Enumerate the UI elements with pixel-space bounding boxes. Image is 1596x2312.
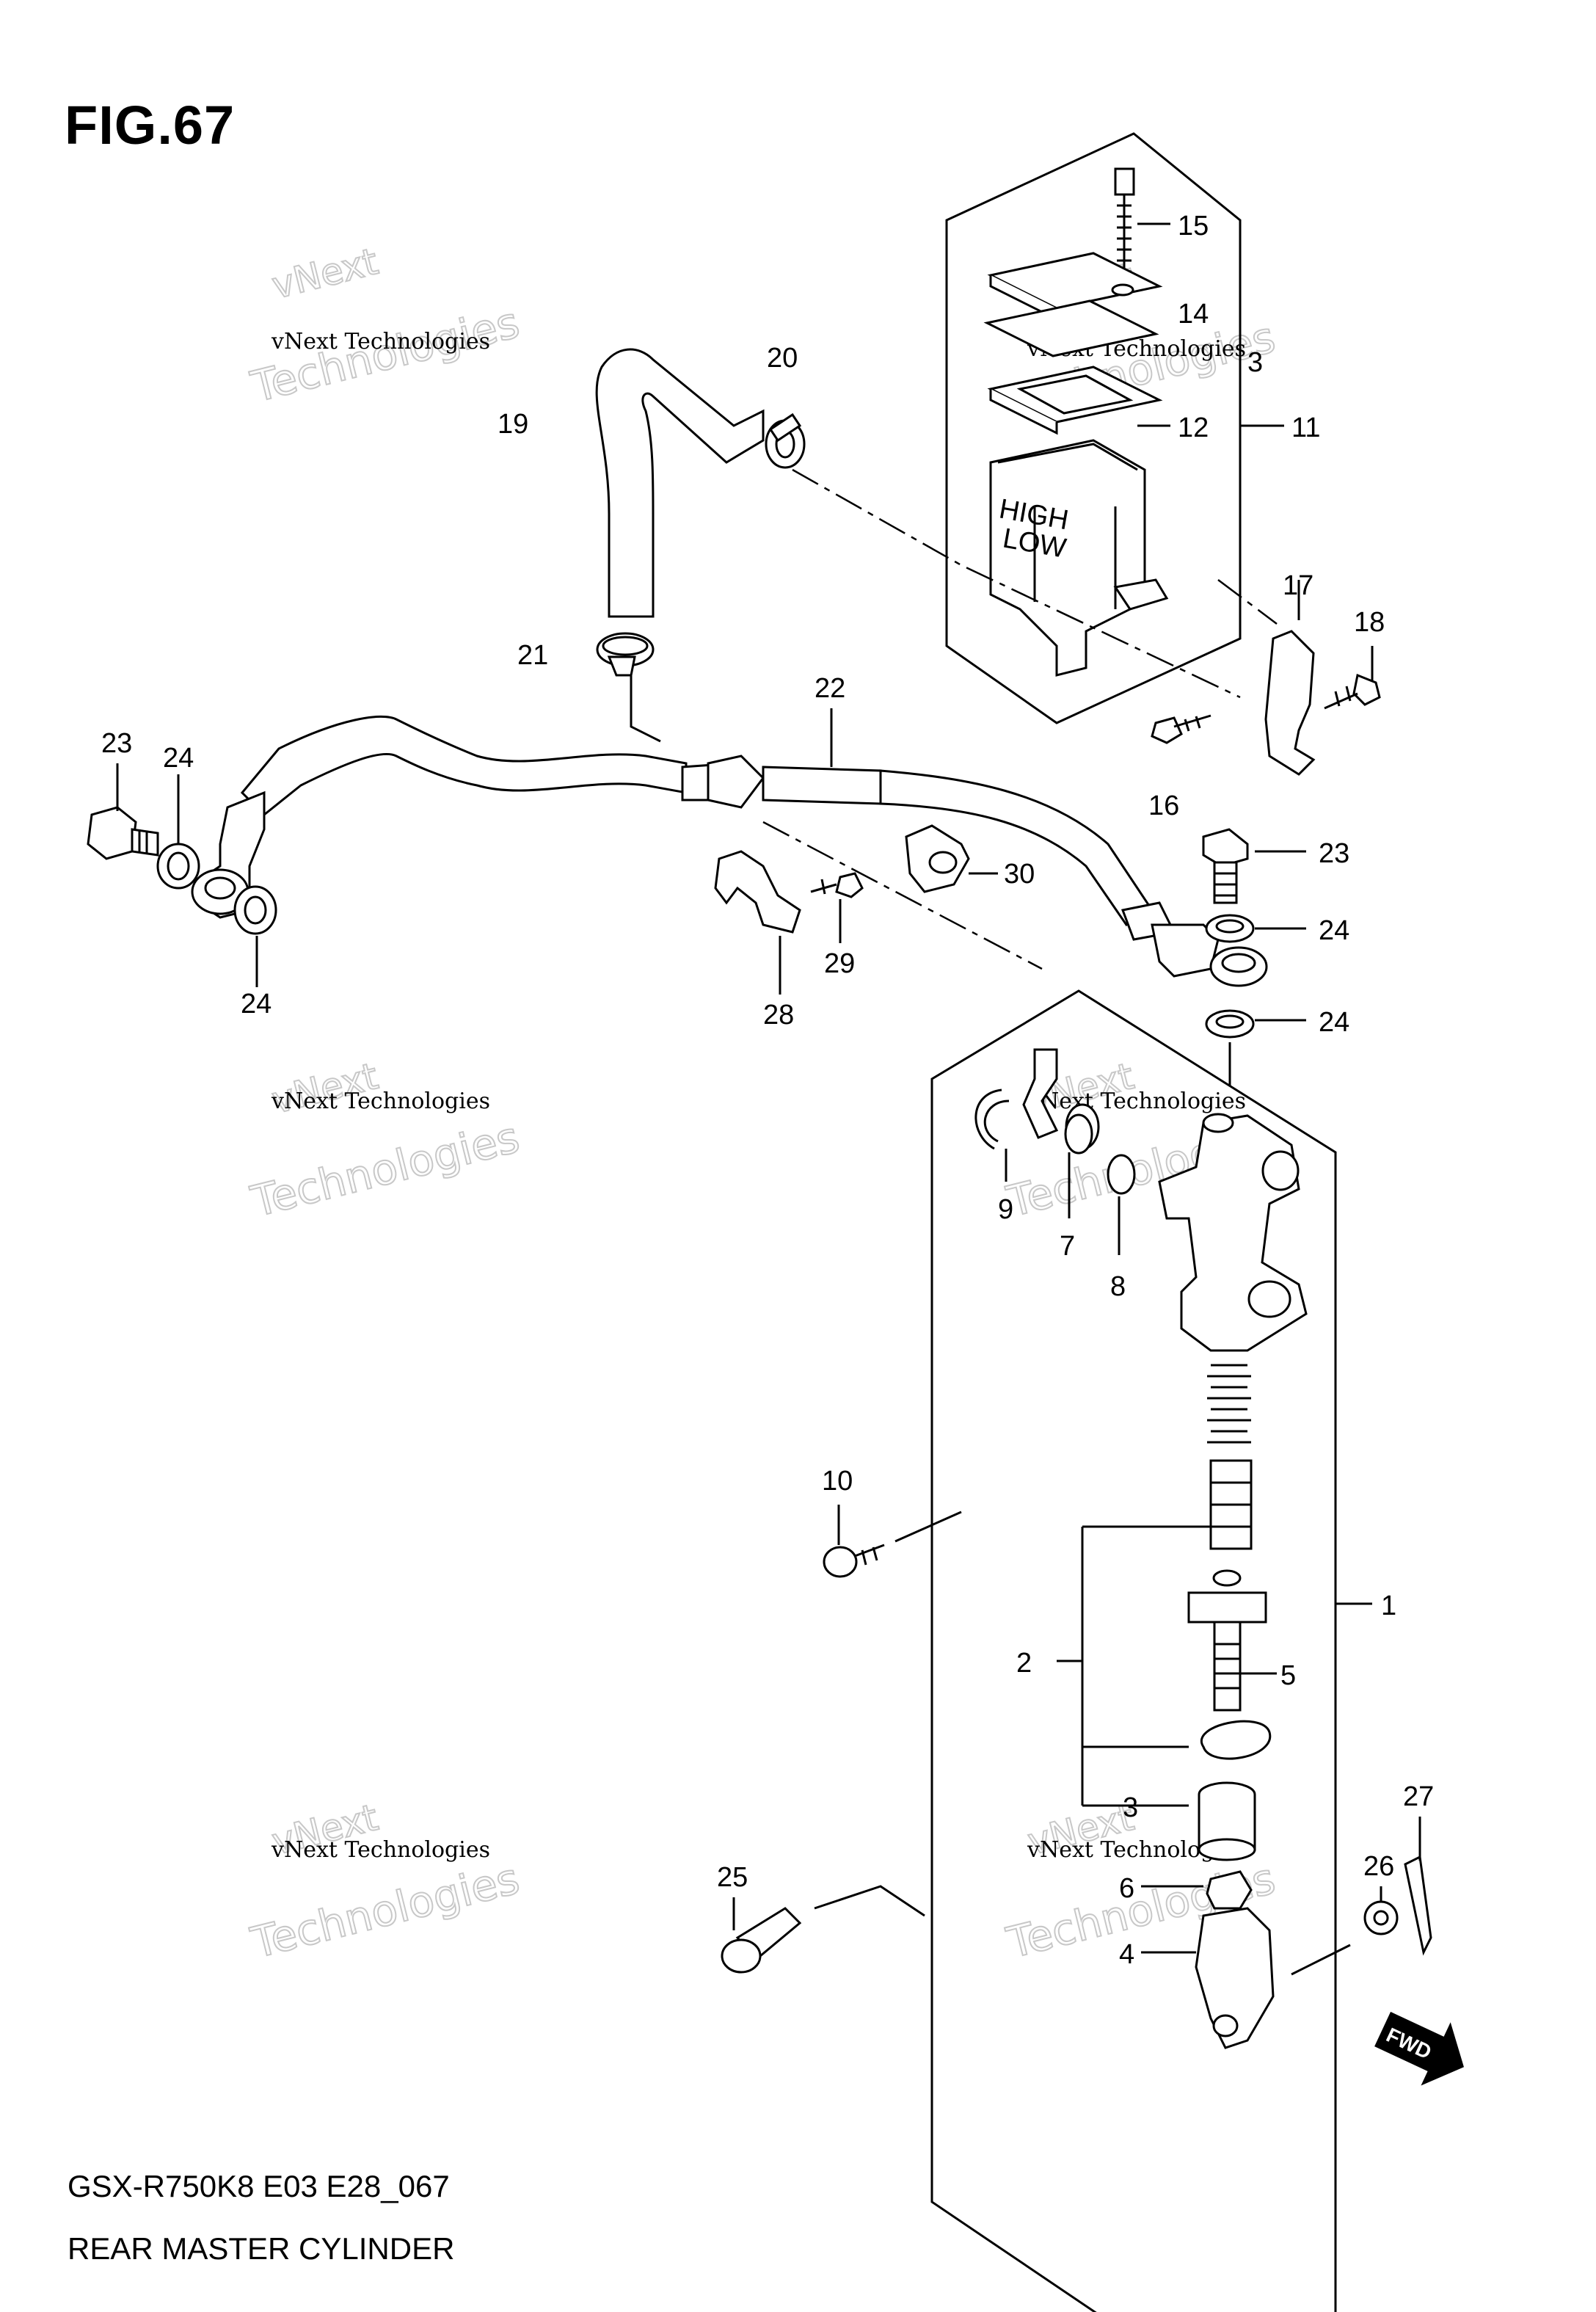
figure-title: FIG.67 <box>65 95 236 156</box>
callout-9: 9 <box>998 1194 1013 1225</box>
mounting-screw-10 <box>823 1544 885 1578</box>
sealing-washer-hole <box>244 895 267 925</box>
hose-clamp-upper <box>765 412 806 469</box>
callout-6: 6 <box>1119 1873 1134 1904</box>
hose-clamp-lower <box>596 632 655 677</box>
reservoir-screw <box>1151 714 1211 744</box>
callout-24-left-upper: 24 <box>163 743 194 774</box>
reservoir-kit-boundary <box>945 132 1242 724</box>
hose-clamp-30 <box>905 824 970 893</box>
callout-2: 2 <box>1016 1648 1032 1679</box>
watermark-technologies: Technologies <box>246 1112 524 1226</box>
watermark-text: vNext Technologies <box>271 329 490 355</box>
callout-12: 12 <box>1178 412 1209 443</box>
reservoir-cap-screw <box>1114 167 1135 279</box>
hose-clamp-28 <box>714 850 801 934</box>
callout-24-right-upper: 24 <box>1319 915 1349 946</box>
assembly-guide-line <box>792 468 1241 699</box>
reservoir-bracket <box>1264 630 1316 776</box>
callout-1: 1 <box>1381 1591 1396 1621</box>
callout-8: 8 <box>1110 1271 1126 1302</box>
sealing-washer-hole <box>1215 919 1245 934</box>
callout-20: 20 <box>767 343 798 374</box>
watermark-text: vNext Technologies <box>271 1088 490 1114</box>
reservoir-body: HIGH LOW <box>989 439 1169 677</box>
clevis <box>1195 1907 1275 2049</box>
watermark-technologies: Technologies <box>246 1853 524 1968</box>
union-joint-7 <box>1022 1048 1100 1155</box>
reservoir-cap <box>987 252 1163 321</box>
diaphragm-plate <box>983 299 1159 357</box>
callout-24-right-lower: 24 <box>1319 1007 1349 1038</box>
circlip-9 <box>974 1088 1010 1150</box>
callout-21: 21 <box>517 640 548 671</box>
piston-spring <box>1207 1364 1253 1550</box>
circlip <box>1200 1720 1272 1760</box>
callout-15: 15 <box>1178 211 1209 241</box>
assembly-guide-line <box>894 1511 962 1543</box>
watermark-text: vNext Technologies <box>271 1837 490 1863</box>
bracket-screw <box>1324 673 1381 710</box>
reservoir-hose <box>595 348 765 618</box>
hose-link-line <box>630 675 661 743</box>
banjo-bolt-left <box>87 806 159 860</box>
clevis-pin <box>721 1907 802 1974</box>
callout-19: 19 <box>498 409 528 440</box>
callout-22: 22 <box>815 673 845 704</box>
callout-11: 11 <box>1291 412 1320 443</box>
clamp-screw-29 <box>810 872 864 898</box>
callout-labels: 1 2 3 3 4 5 6 7 8 9 10 11 12 14 15 16 17… <box>101 211 1434 1970</box>
master-cylinder-body <box>1158 1113 1308 1352</box>
callout-28: 28 <box>763 1000 794 1030</box>
assembly-name: REAR MASTER CYLINDER <box>68 2231 455 2266</box>
callout-30: 30 <box>1004 859 1035 890</box>
callout-3-upper: 3 <box>1247 347 1263 378</box>
washer-26-hole <box>1373 1910 1389 1926</box>
banjo-bolt-right <box>1202 828 1249 904</box>
assembly-guide-line <box>814 1885 925 1917</box>
fwd-arrow-icon: FWD <box>1374 2012 1464 2086</box>
callout-27: 27 <box>1403 1781 1434 1812</box>
sealing-washer-hole <box>167 851 190 881</box>
callout-26: 26 <box>1363 1851 1394 1882</box>
sealing-washer-hole <box>1215 1014 1245 1029</box>
o-ring-8 <box>1107 1154 1136 1195</box>
push-rod <box>1187 1569 1267 1712</box>
assembly-guide-line <box>762 821 1043 970</box>
callout-17: 17 <box>1283 570 1313 601</box>
master-cylinder-kit-boundary <box>930 989 1337 2312</box>
callout-24-left-lower: 24 <box>241 989 272 1019</box>
callout-7: 7 <box>1060 1231 1075 1262</box>
watermark-text: vNext Technologies <box>1027 1088 1246 1114</box>
lock-nut <box>1206 1870 1253 1910</box>
callout-25: 25 <box>717 1862 748 1893</box>
callout-5: 5 <box>1280 1660 1296 1691</box>
dust-boot <box>1198 1781 1256 1861</box>
callout-14: 14 <box>1178 299 1209 330</box>
callout-23-right: 23 <box>1319 838 1349 869</box>
callout-3-lower: 3 <box>1123 1792 1138 1823</box>
watermark-vnext: vNext <box>268 240 382 308</box>
watermark-technologies: Technologies <box>246 297 524 412</box>
callout-16: 16 <box>1148 790 1179 821</box>
callout-18: 18 <box>1354 607 1385 638</box>
cotter-pin-27 <box>1404 1855 1432 1956</box>
callout-29: 29 <box>824 948 855 979</box>
diaphragm <box>987 366 1163 435</box>
callout-10: 10 <box>822 1466 853 1497</box>
brake-hose <box>191 715 1268 987</box>
callout-4: 4 <box>1119 1939 1134 1970</box>
model-code: GSX-R750K8 E03 E28_067 <box>68 2169 450 2203</box>
assembly-guide-line <box>1217 579 1278 625</box>
assembly-guide-line <box>1291 1944 1351 1976</box>
callout-23-left: 23 <box>101 728 132 759</box>
